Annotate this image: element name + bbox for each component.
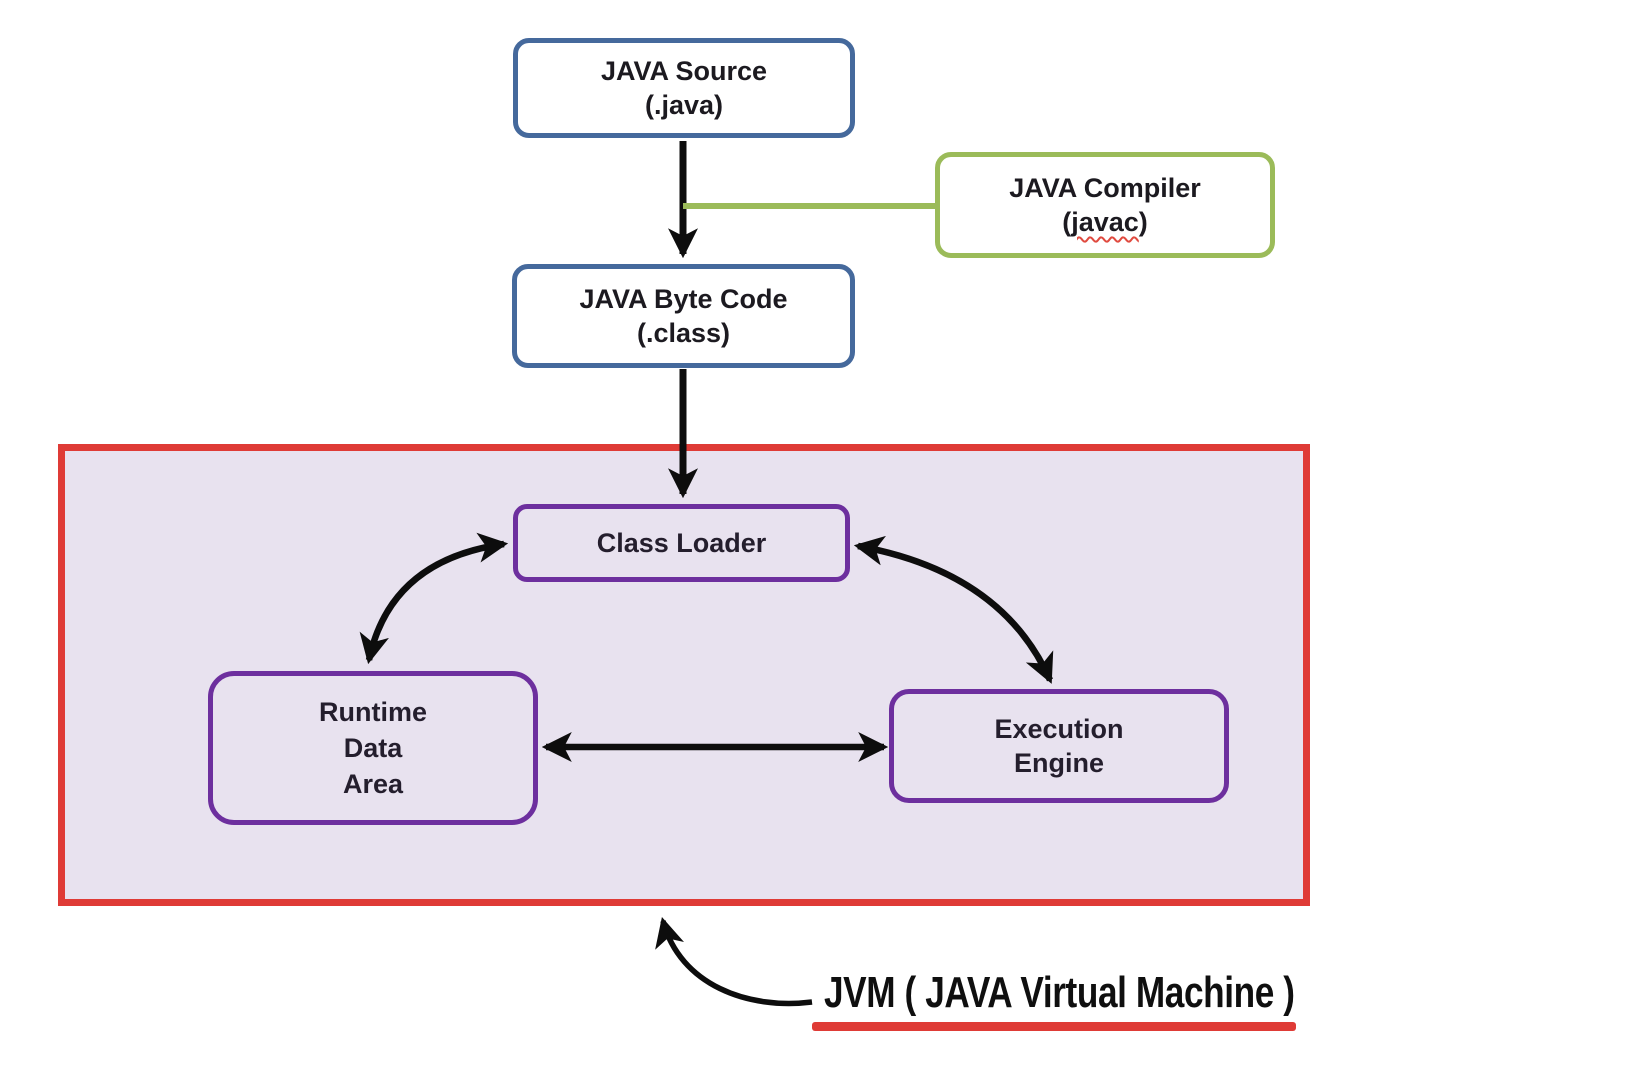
- execution-label-line1: Execution: [994, 714, 1124, 744]
- jvm-caption-label: JVM ( JAVA Virtual Machine ): [824, 968, 1295, 1017]
- runtime-data-area-box: Runtime Data Area: [208, 671, 538, 825]
- execution-engine-box: Execution Engine: [889, 689, 1229, 803]
- paren-open: (: [1062, 207, 1072, 237]
- java-compiler-command: (javac): [1062, 205, 1148, 239]
- java-bytecode-label: JAVA Byte Code: [579, 284, 788, 314]
- execution-label-line2: Engine: [1013, 748, 1104, 778]
- jvm-caption-underline: [812, 1022, 1296, 1031]
- java-compiler-box: JAVA Compiler (javac): [935, 152, 1275, 258]
- java-bytecode-box: JAVA Byte Code (.class): [512, 264, 855, 368]
- runtime-label-line1: Runtime: [319, 697, 427, 727]
- paren-close: ): [1138, 207, 1148, 237]
- java-bytecode-extension: (.class): [636, 318, 731, 348]
- arrow-caption-to-jvmbox-icon: [655, 916, 813, 1007]
- java-source-extension: (.java): [644, 90, 724, 120]
- runtime-label-line3: Area: [342, 769, 404, 799]
- javac-word: javac: [1071, 207, 1139, 237]
- runtime-label-line2: Data: [343, 733, 403, 763]
- java-source-label: JAVA Source: [600, 56, 768, 86]
- java-source-box: JAVA Source (.java): [513, 38, 855, 138]
- class-loader-label: Class Loader: [596, 528, 767, 558]
- java-compiler-label: JAVA Compiler: [1009, 173, 1201, 203]
- class-loader-box: Class Loader: [513, 504, 850, 582]
